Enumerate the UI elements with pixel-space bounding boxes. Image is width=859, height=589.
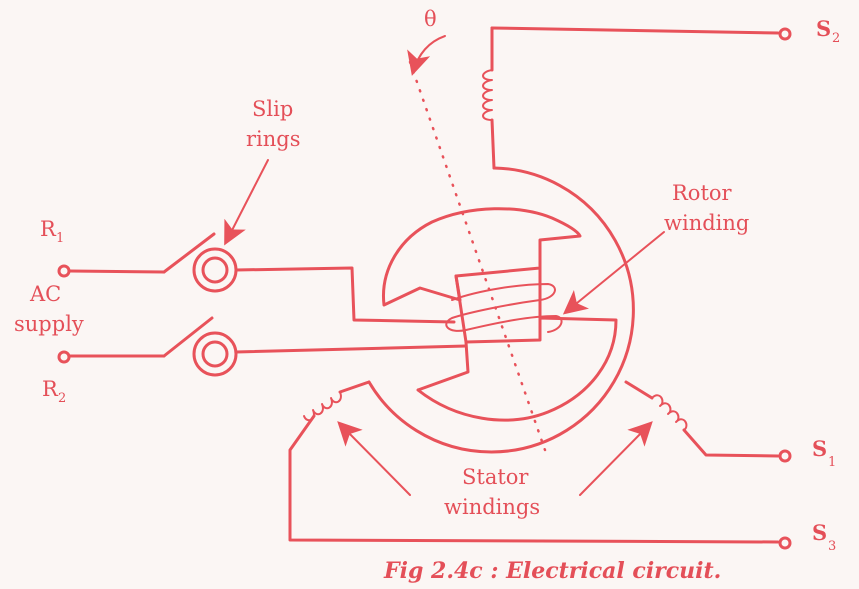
stator-coil-right [651, 394, 688, 431]
slip-ring-1-inner [201, 256, 229, 284]
stator-label-line1: Stator [462, 465, 529, 489]
ac-label-line1: AC [29, 282, 61, 306]
ac-label-line2: supply [14, 312, 84, 336]
s2-line [490, 26, 780, 35]
r1-sub: 1 [56, 231, 64, 246]
rotor-winding-pointer [562, 231, 665, 315]
rotor-core [454, 266, 542, 344]
rotor-winding-coil [445, 283, 563, 333]
slip-label-line2: rings [246, 127, 301, 151]
terminal-s1 [778, 449, 792, 463]
r2-sub: 2 [58, 391, 66, 406]
stator-lead-left [338, 380, 371, 394]
slip-ring-1-to-rotor [234, 266, 456, 324]
rotor-label-line1: Rotor [672, 181, 733, 205]
stator-coil-s2 [482, 69, 493, 121]
slip-label-line1: Slip [252, 97, 293, 121]
theta-arrow [407, 35, 446, 76]
s3-sub: 3 [828, 539, 836, 554]
s2-sub: 2 [832, 31, 840, 46]
stator-ring [367, 166, 635, 454]
slip-rings-pointer [224, 159, 269, 246]
s3-label: S [812, 520, 827, 545]
s3-loop [288, 414, 780, 544]
s1-label: S [812, 436, 827, 461]
slip-ring-2-brush [162, 316, 214, 358]
r1-line [68, 269, 166, 274]
stator-pointer-left [337, 421, 411, 496]
slip-ring-2-to-rotor [234, 344, 468, 354]
terminal-s3 [778, 536, 792, 550]
figure-caption: Fig 2.4c : Electrical circuit. [383, 558, 721, 584]
rotor-label-line2: winding [664, 211, 749, 235]
stator-pointer-right [579, 421, 653, 496]
terminal-s2 [778, 27, 792, 41]
s1-sub: 1 [828, 455, 836, 470]
rotor-lower-pole [416, 316, 618, 422]
theta-label: θ [424, 7, 437, 31]
s1-line [682, 428, 780, 458]
slip-ring-1-outer [192, 247, 238, 293]
rotor-upper-pole [381, 207, 582, 307]
r2-label: R [42, 377, 59, 401]
s2-stator-lead-bottom [490, 118, 496, 170]
s2-label: S [816, 16, 831, 41]
stator-label-line2: windings [444, 495, 540, 519]
slip-ring-2-outer [192, 331, 238, 377]
r1-label: R [40, 217, 57, 241]
slip-ring-2-inner [201, 340, 229, 368]
stator-lead-right [624, 380, 654, 400]
rotor-axis-dotted [408, 60, 547, 452]
stator-coil-left [303, 391, 342, 422]
terminal-r1 [57, 264, 71, 278]
slip-ring-1-brush [162, 232, 216, 274]
terminal-r2 [57, 350, 71, 364]
